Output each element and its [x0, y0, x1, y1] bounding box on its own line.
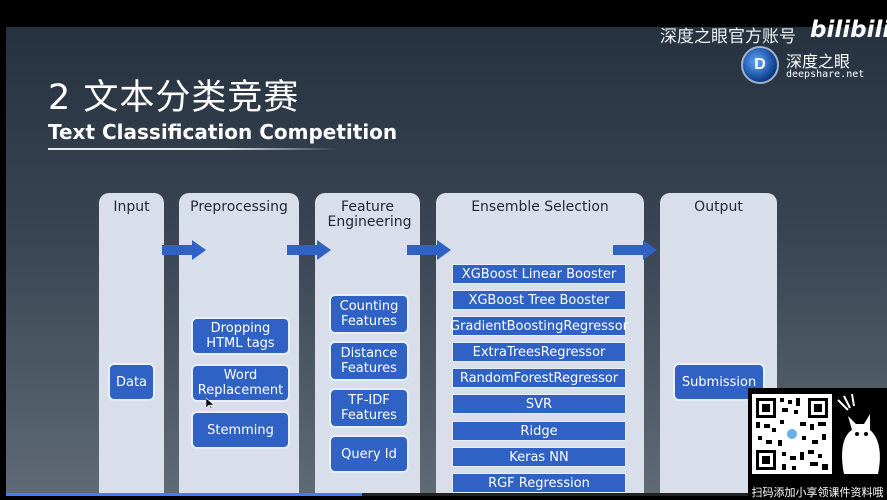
box-query-id: Query Id: [329, 435, 409, 473]
column-title-feature-engineering-text: Feature Engineering: [327, 199, 412, 230]
box-rgf-regression: RGF Regression: [452, 473, 626, 493]
box-word-replacement: Word Replacement: [191, 364, 290, 402]
box-tfidf-features: TF-IDF Features: [329, 388, 409, 428]
box-dropping-html-tags: Dropping HTML tags: [191, 317, 290, 355]
slide: 2 文本分类竞赛 Text Classification Competition…: [6, 27, 887, 493]
box-distance-features: Distance Features: [329, 341, 409, 381]
box-extra-trees: ExtraTreesRegressor: [452, 342, 626, 362]
box-stemming: Stemming: [191, 411, 290, 449]
box-svr: SVR: [452, 394, 626, 414]
arrow-right-icon: [162, 240, 206, 260]
qr-overlay[interactable]: 扫码添加小享领课件资料哦: [748, 388, 887, 500]
playback-progress-fill[interactable]: [6, 493, 362, 496]
playback-progress-track[interactable]: [6, 493, 748, 496]
cat-mascot-icon: [834, 393, 884, 474]
box-keras-nn: Keras NN: [452, 447, 626, 467]
slide-subtitle: Text Classification Competition: [48, 120, 398, 144]
subtitle-underline: [48, 148, 338, 150]
brand-url: deepshare.net: [786, 69, 865, 80]
box-submission: Submission: [673, 363, 765, 401]
slide-title: 2 文本分类竞赛: [48, 78, 300, 118]
box-random-forest: RandomForestRegressor: [452, 368, 626, 388]
bilibili-logo: bilibili: [810, 17, 887, 43]
column-ensemble-selection: Ensemble Selection XGBoost Linear Booste…: [436, 193, 644, 493]
column-title-output: Output: [694, 199, 743, 215]
column-title-preprocessing: Preprocessing: [190, 199, 288, 215]
column-title-feature-engineering: Feature Engineering: [315, 200, 420, 230]
box-xgboost-tree: XGBoost Tree Booster: [452, 290, 626, 310]
box-xgboost-linear: XGBoost Linear Booster: [452, 264, 626, 284]
box-data: Data: [108, 363, 155, 401]
deepshare-logo-icon: D: [741, 46, 779, 84]
column-preprocessing: Preprocessing Dropping HTML tags Word Re…: [179, 193, 299, 493]
qr-code-icon[interactable]: [752, 394, 832, 474]
logo-letter: D: [754, 56, 766, 73]
brand-name: 深度之眼: [786, 52, 851, 71]
qr-caption: 扫码添加小享领课件资料哦: [751, 486, 884, 499]
arrow-right-icon: [613, 240, 657, 260]
column-title-input: Input: [113, 199, 150, 215]
box-gradient-boosting: GradientBoostingRegressor: [450, 316, 628, 336]
column-feature-engineering: Feature Engineering Counting Features Di…: [315, 193, 420, 493]
watermark-channel: 深度之眼官方账号: [660, 27, 796, 47]
box-ridge: Ridge: [452, 421, 626, 441]
arrow-right-icon: [287, 240, 331, 260]
column-input: Input Data: [99, 193, 164, 493]
box-counting-features: Counting Features: [329, 294, 409, 334]
column-title-ensemble-selection: Ensemble Selection: [471, 199, 609, 215]
arrow-right-icon: [407, 240, 451, 260]
